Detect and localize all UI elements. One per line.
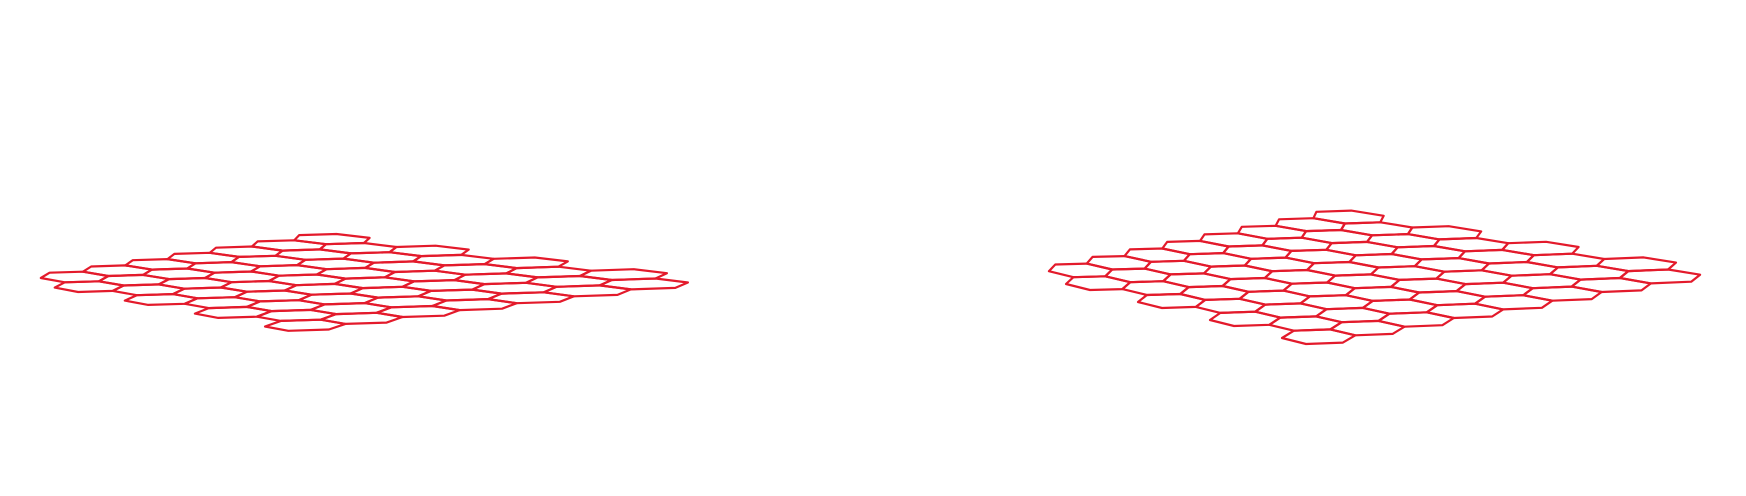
hexagon-cell [1121, 280, 1190, 297]
hexagon-cell [1136, 292, 1207, 310]
hexagon-cell [1425, 302, 1505, 320]
hexagon-cell [1618, 268, 1702, 285]
graphene-sheet-left [39, 232, 689, 332]
hexagon-cell [1143, 259, 1212, 276]
hexagon-cell [1570, 276, 1652, 294]
hexagon-cell [1047, 262, 1114, 279]
graphene-sheet-right [1047, 209, 1702, 346]
hexagon-cell [1064, 275, 1132, 292]
hexagon-cell [1123, 247, 1191, 263]
hexagon-cell [1104, 267, 1172, 284]
hexagon-cell [1280, 328, 1357, 346]
hexagon-cell [1474, 294, 1554, 311]
hexagon-cell [1085, 255, 1153, 271]
hexagon-cell [1522, 285, 1603, 302]
hexagon-cell [263, 318, 347, 332]
